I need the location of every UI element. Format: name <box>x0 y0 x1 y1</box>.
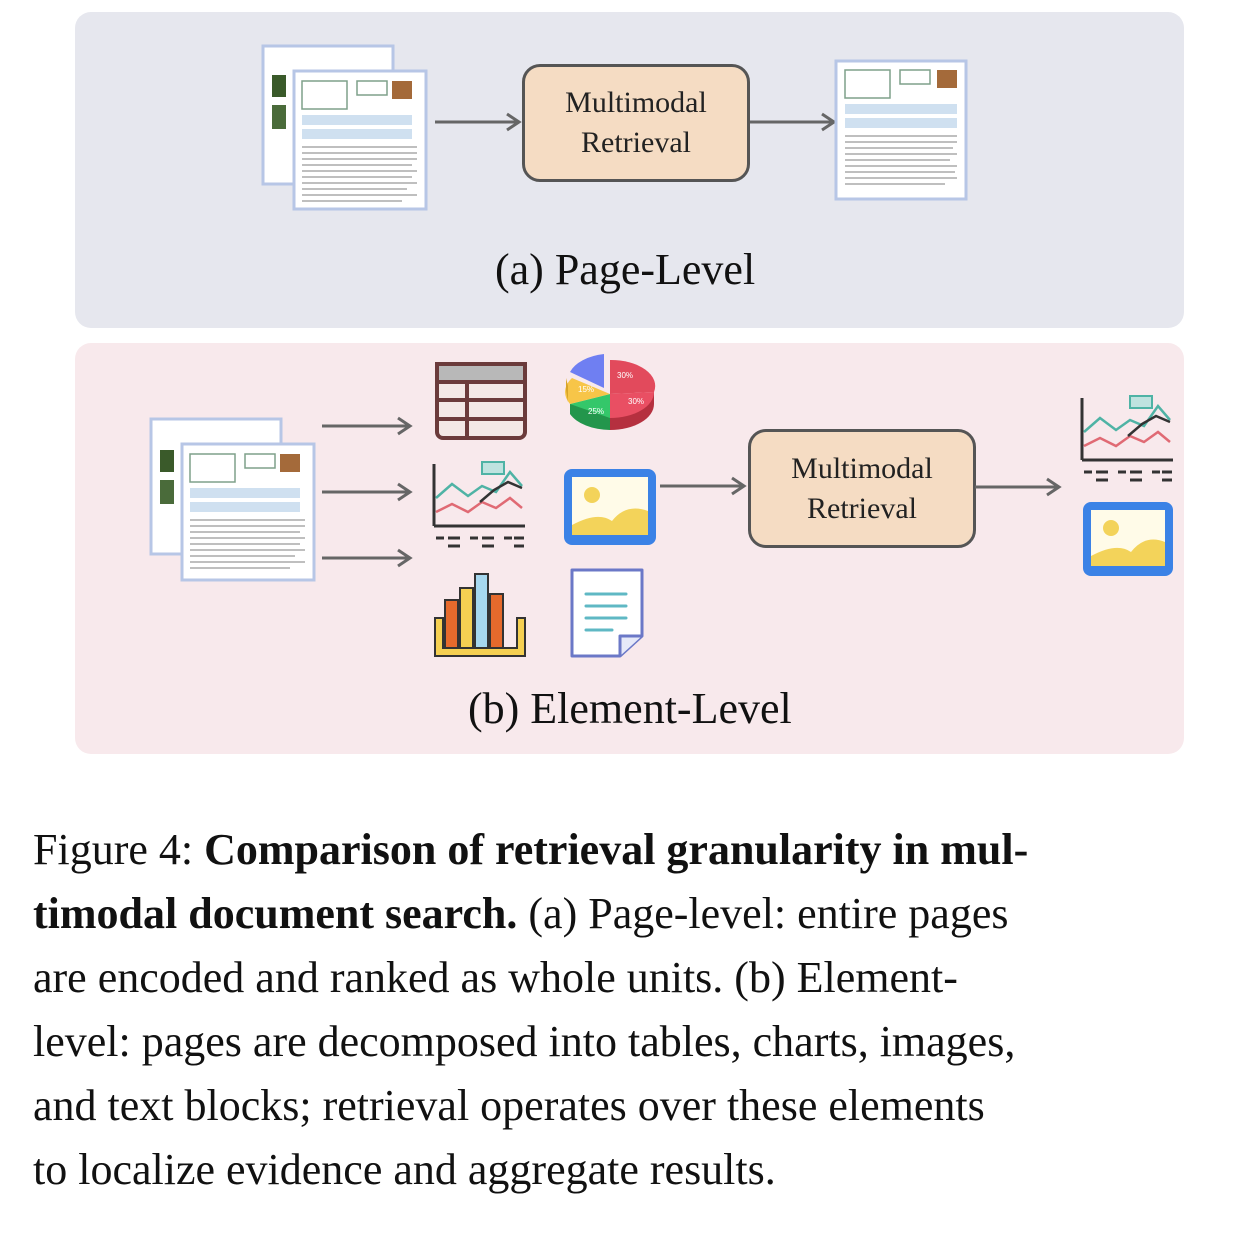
box-line2: Retrieval <box>807 491 917 525</box>
box-line2: Retrieval <box>581 126 691 159</box>
box-line1: Multimodal <box>565 86 707 119</box>
caption-bold-title-cont: timodal document search. <box>33 889 518 938</box>
image-icon <box>564 469 656 545</box>
caption-text: to localize evidence and aggregate resul… <box>33 1145 776 1194</box>
image-icon <box>1083 502 1173 576</box>
arrow-icon <box>660 476 747 496</box>
pie-label: 25% <box>588 407 604 416</box>
arrow-icon <box>750 112 837 132</box>
table-icon <box>435 362 527 440</box>
line-chart-icon <box>1080 395 1173 482</box>
pie-label: 15% <box>578 385 594 394</box>
caption-text: and text blocks; retrieval operates over… <box>33 1081 985 1130</box>
panel-a-label: (a) Page-Level <box>495 245 756 294</box>
figure-caption: Figure 4: Comparison of retrieval granul… <box>33 818 1233 1202</box>
pie-label: 30% <box>628 397 644 406</box>
pie-label: 30% <box>617 371 633 380</box>
multimodal-retrieval-box-b: Multimodal Retrieval <box>748 429 976 548</box>
panel-b-label: (b) Element-Level <box>468 684 792 733</box>
line-chart-icon <box>432 461 525 548</box>
caption-text: level: pages are decomposed into tables,… <box>33 1017 1016 1066</box>
document-pages-icon <box>261 44 428 211</box>
caption-prefix: Figure 4: <box>33 825 205 874</box>
document-pages-icon <box>149 417 316 582</box>
box-line1: Multimodal <box>791 451 933 485</box>
arrow-icon <box>322 416 413 436</box>
arrow-icon <box>435 112 522 132</box>
text-document-icon <box>570 568 644 658</box>
arrow-icon <box>975 477 1062 497</box>
caption-text: (a) Page-level: entire pages <box>517 889 1009 938</box>
bar-chart-icon <box>434 573 526 657</box>
caption-bold-title: Comparison of retrieval granularity in m… <box>204 825 1029 874</box>
pie-chart-icon: 30% 15% 30% 25% <box>565 354 656 430</box>
multimodal-retrieval-box-a: Multimodal Retrieval <box>522 64 750 182</box>
arrow-icon <box>322 548 413 568</box>
document-page-icon <box>834 59 968 201</box>
caption-text: are encoded and ranked as whole units. (… <box>33 953 958 1002</box>
arrow-icon <box>322 482 413 502</box>
